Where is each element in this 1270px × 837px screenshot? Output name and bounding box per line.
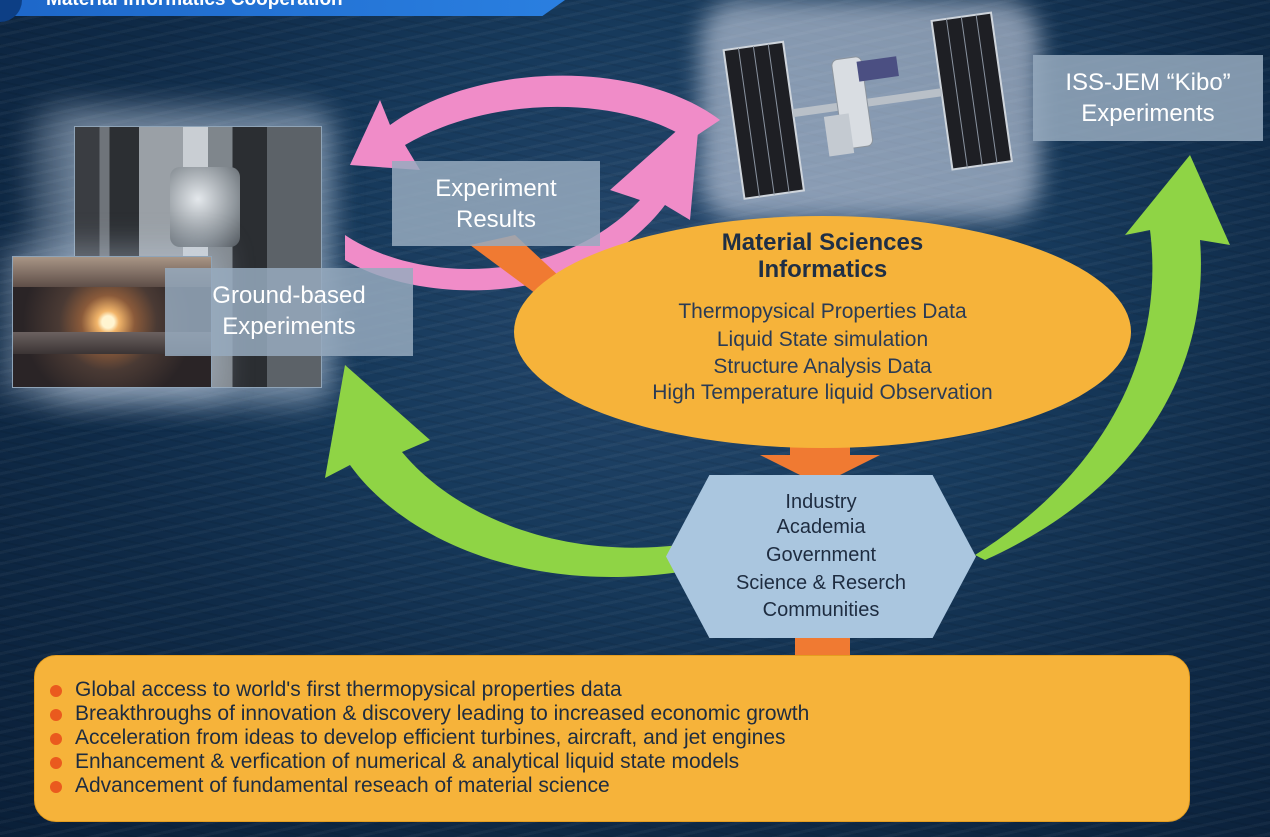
kibo-line-1: ISS-JEM “Kibo” — [1065, 69, 1231, 96]
community-item: Academia — [776, 516, 866, 538]
experiment-results-line-1: Experiment — [435, 175, 557, 202]
bullet-icon — [50, 757, 62, 769]
benefit-item: Advancement of fundamental reseach of ma… — [75, 774, 610, 797]
informatics-title-line-2: Informatics — [757, 256, 888, 283]
green-arrow-kibo — [975, 155, 1230, 560]
pink-arrow-right — [345, 110, 700, 291]
community-item: Government — [765, 544, 877, 566]
community-item: Science & Reserch — [735, 572, 907, 594]
bullet-icon — [50, 685, 62, 697]
informatics-item: Liquid State simulation — [716, 328, 929, 351]
experiment-results-label: Experiment Results — [392, 161, 600, 246]
bullet-icon — [50, 709, 62, 721]
community-item: Industry — [785, 491, 857, 513]
informatics-item: High Temperature liquid Observation — [652, 381, 993, 404]
experiment-results-line-2: Results — [455, 206, 537, 233]
module-panel — [856, 56, 899, 82]
benefit-item: Global access to world's first thermopys… — [75, 678, 622, 701]
informatics-title: Material Sciences Informatics — [600, 229, 1045, 283]
bullet-icon — [50, 781, 62, 793]
green-arrow-ground — [325, 365, 680, 577]
informatics-ellipse — [514, 216, 1131, 448]
benefit-item: Enhancement & verfication of numerical &… — [75, 750, 740, 773]
benefits-box — [34, 655, 1190, 822]
iss-station-image — [722, 11, 1013, 200]
ground-based-label: Ground-based Experiments — [165, 268, 413, 356]
informatics-item: Thermopysical Properties Data — [678, 300, 967, 323]
ground-based-line-2: Experiments — [222, 313, 356, 340]
informatics-title-line-1: Material Sciences — [721, 229, 924, 256]
module-lower — [823, 113, 855, 157]
benefit-item: Acceleration from ideas to develop effic… — [75, 726, 786, 749]
community-item: Communities — [762, 599, 880, 621]
bullet-icon — [50, 733, 62, 745]
ground-based-line-1: Ground-based — [212, 282, 366, 309]
pink-arrow-left — [350, 75, 720, 170]
kibo-label: ISS-JEM “Kibo” Experiments — [1033, 55, 1263, 141]
benefit-item: Breakthroughs of innovation & discovery … — [75, 702, 810, 725]
title-bar: Material Informatics Cooperation — [0, 0, 565, 16]
kibo-line-2: Experiments — [1081, 100, 1215, 127]
communities-hexagon — [666, 475, 976, 638]
informatics-item: Structure Analysis Data — [713, 355, 932, 378]
page-title: Material Informatics Cooperation — [46, 0, 343, 10]
